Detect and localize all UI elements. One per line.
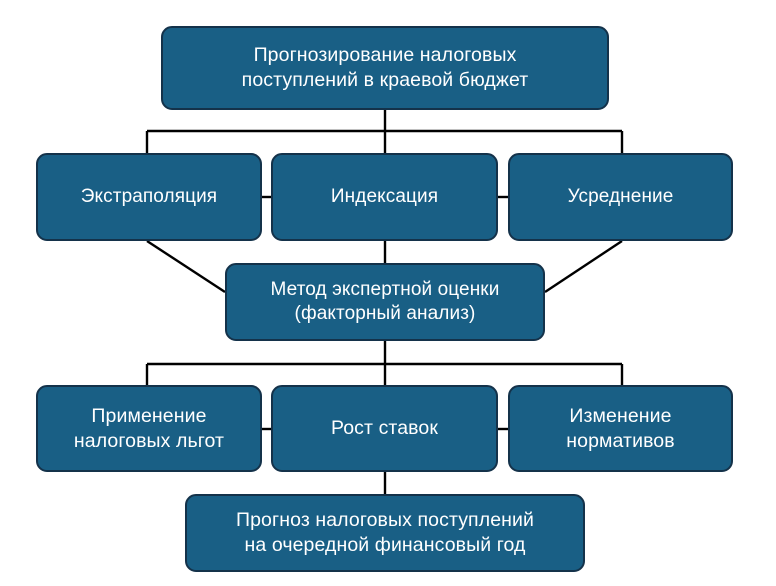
connector-diagonal-left [146, 239, 226, 294]
node-method-extrapolation[interactable]: Экстраполяция [36, 153, 262, 241]
node-factor-norm-change[interactable]: Изменение нормативов [508, 385, 733, 472]
node-factor-tax-benefits-label: Применение налоговых льгот [73, 404, 225, 452]
node-root[interactable]: Прогнозирование налоговых поступлений в … [161, 26, 609, 110]
node-root-label: Прогнозирование налоговых поступлений в … [241, 44, 529, 91]
node-method-indexation[interactable]: Индексация [271, 153, 498, 241]
node-expert-assessment[interactable]: Метод экспертной оценки (факторный анали… [225, 263, 545, 341]
node-method-averaging-label: Усреднение [567, 185, 674, 207]
node-factor-tax-benefits[interactable]: Применение налоговых льгот [36, 385, 262, 472]
connector-diagonal-right [544, 239, 623, 294]
node-method-indexation-label: Индексация [330, 185, 439, 207]
node-result-forecast[interactable]: Прогноз налоговых поступлений на очередн… [185, 494, 585, 572]
node-factor-rate-growth[interactable]: Рост ставок [271, 385, 498, 472]
node-method-extrapolation-label: Экстраполяция [80, 185, 218, 207]
node-method-averaging[interactable]: Усреднение [508, 153, 733, 241]
node-factor-norm-change-label: Изменение нормативов [566, 404, 675, 452]
node-result-forecast-label: Прогноз налоговых поступлений на очередн… [236, 509, 534, 556]
node-expert-assessment-label: Метод экспертной оценки (факторный анали… [270, 278, 500, 324]
node-factor-rate-growth-label: Рост ставок [330, 417, 439, 440]
